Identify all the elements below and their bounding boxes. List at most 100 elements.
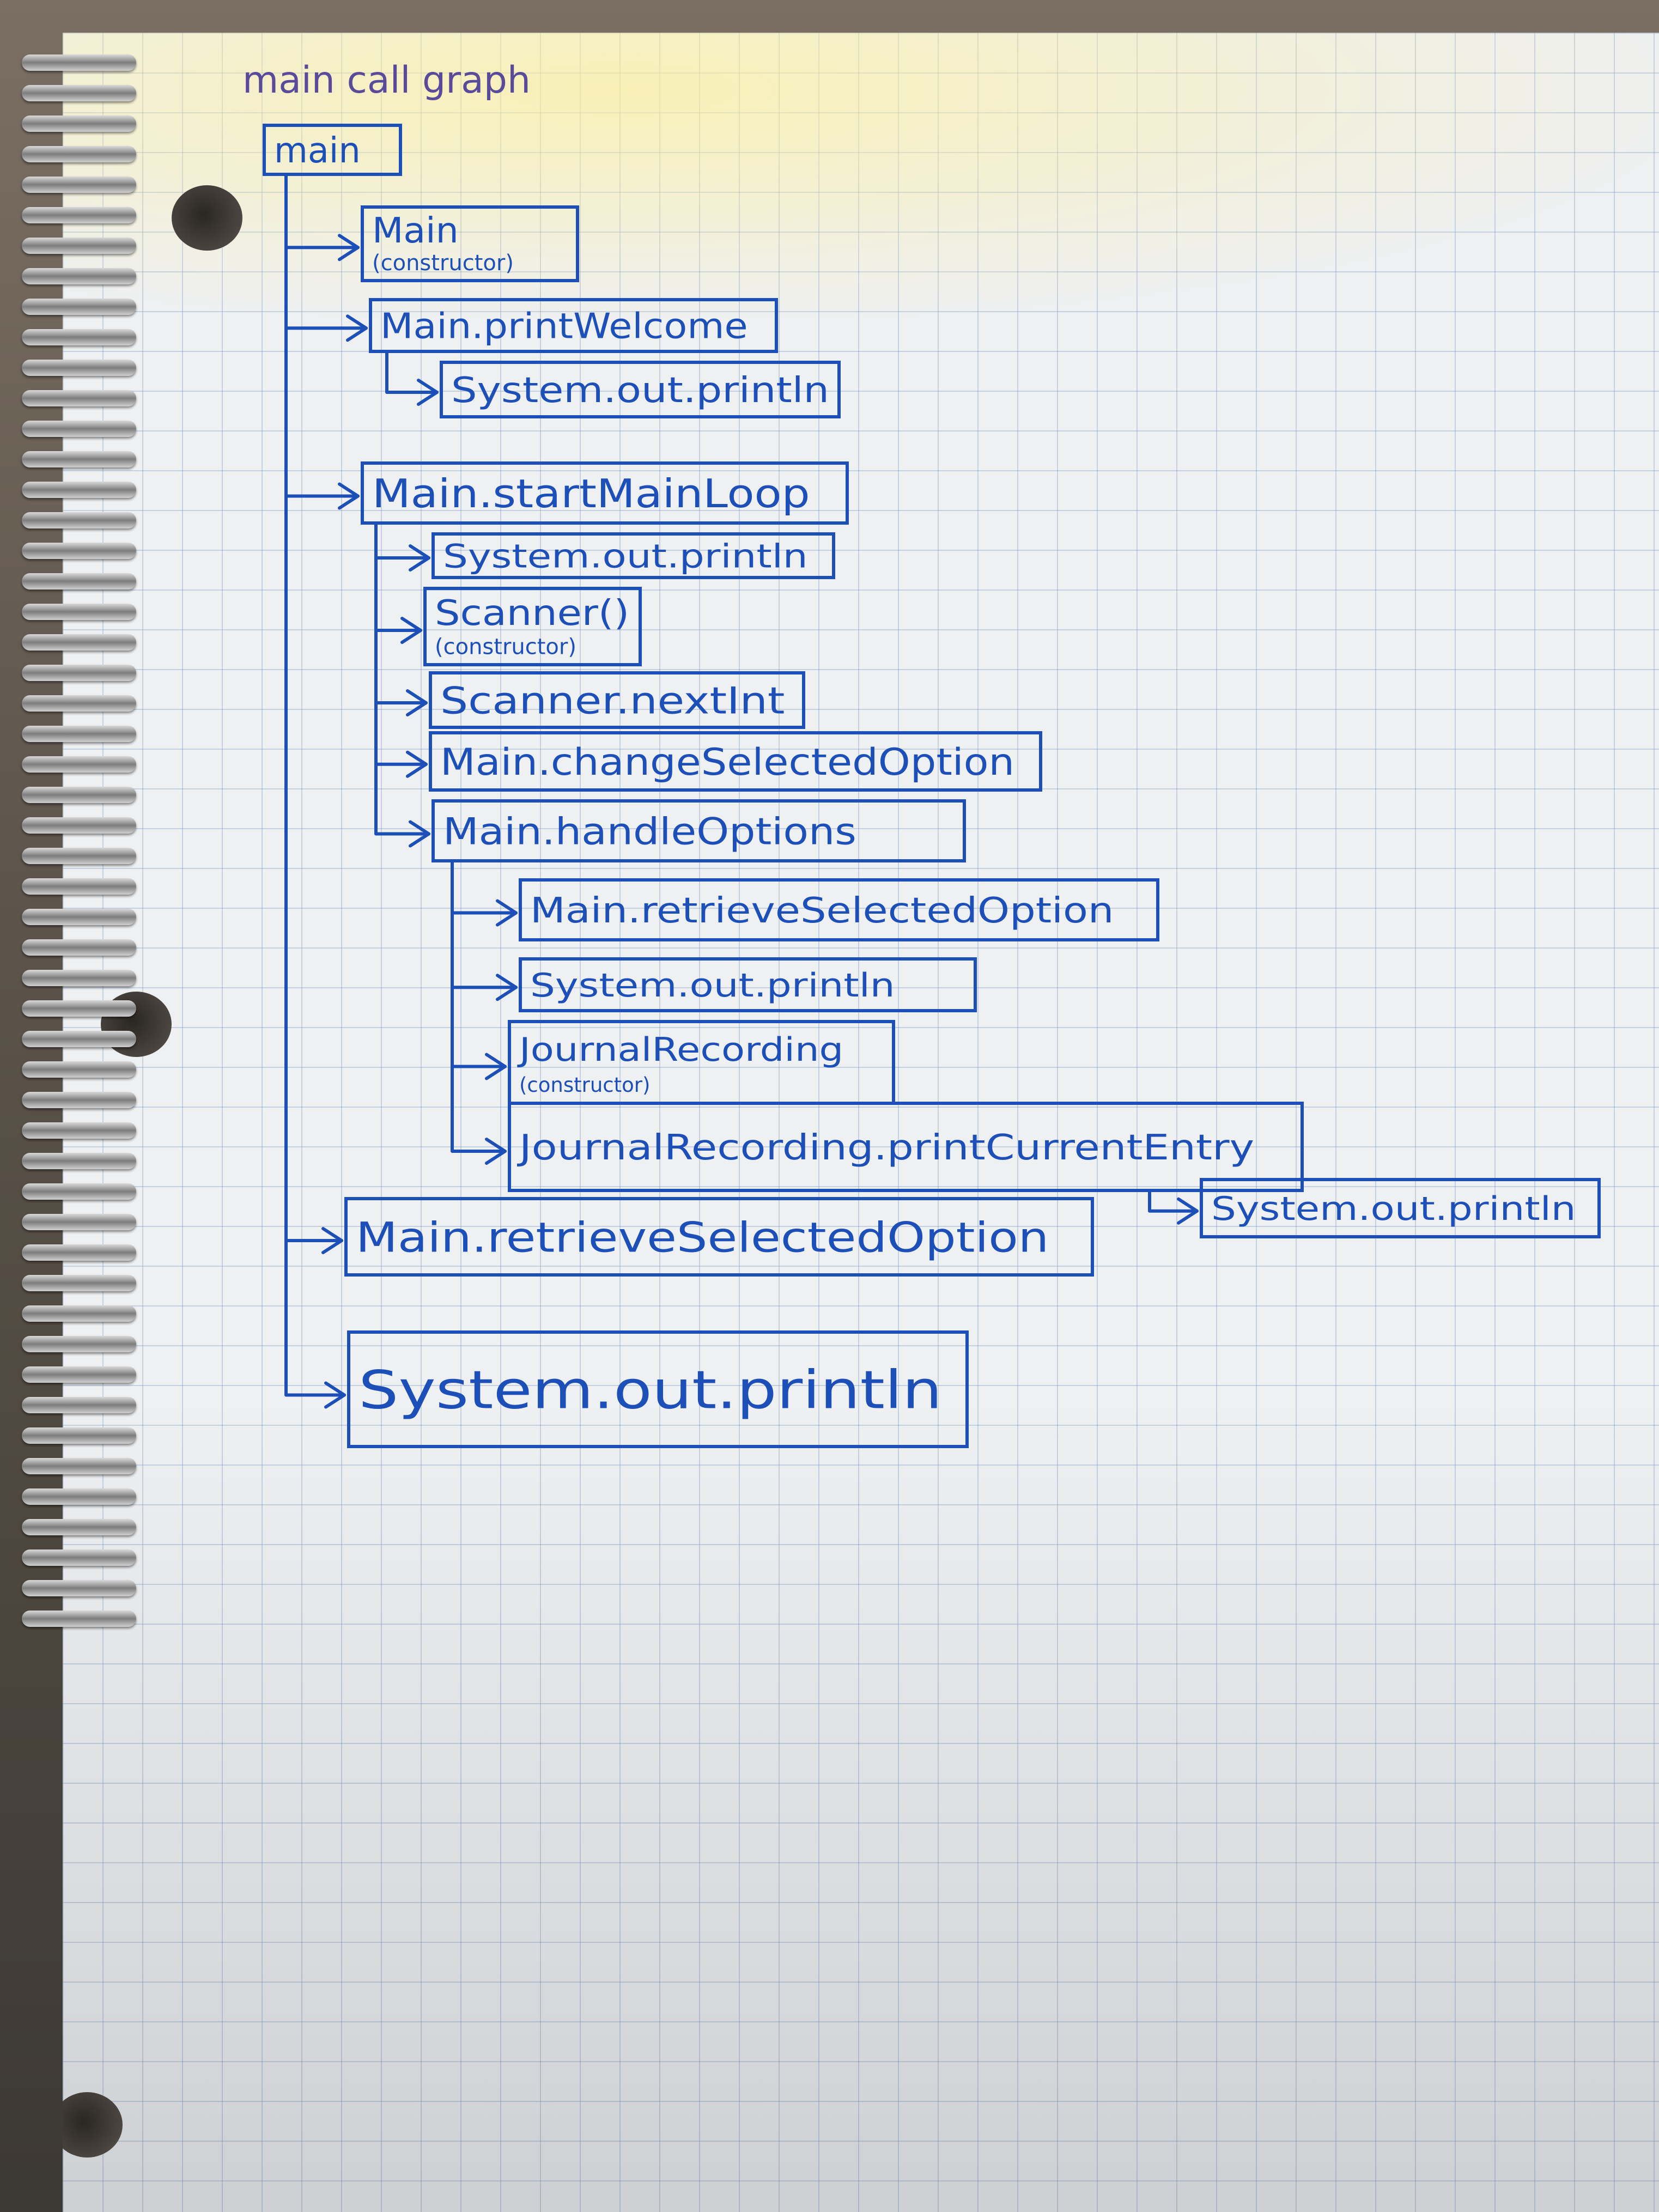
node-box (440, 361, 841, 418)
arrowhead (324, 1381, 346, 1409)
diagram-title: main call graph (242, 59, 531, 102)
edges (284, 173, 1199, 1409)
arrowhead (409, 820, 430, 848)
node-n2: Main.printWelcome (369, 298, 778, 353)
arrowhead (409, 544, 430, 572)
spiral-ring (22, 1031, 136, 1047)
node-n5: System.out.println (432, 532, 835, 579)
spiral-ring (22, 1427, 136, 1444)
spiral-ring (22, 1000, 136, 1017)
spiral-ring (22, 1153, 136, 1169)
edge-n2-n3 (385, 350, 439, 394)
arrowhead (496, 974, 518, 1001)
arrowhead (338, 234, 360, 262)
spiral-ring (22, 146, 136, 162)
node-box (361, 205, 579, 282)
spiral-ring (22, 970, 136, 986)
spiral-ring (22, 177, 136, 193)
spiral-ring (22, 756, 136, 773)
nodes: mainMain(constructor)Main.printWelcomeSy… (263, 124, 1601, 1448)
spiral-ring (22, 207, 136, 223)
arrowhead (1177, 1197, 1199, 1225)
spiral-ring (22, 604, 136, 620)
node-sublabel: (constructor) (519, 1073, 650, 1097)
punch-hole (63, 2092, 123, 2158)
spiral-ring (22, 421, 136, 437)
node-n4: Main.startMainLoop (361, 461, 849, 525)
spiral-ring (22, 1580, 136, 1596)
node-n10: Main.retrieveSelectedOption (519, 878, 1159, 941)
node-box (263, 124, 402, 176)
node-n16: System.out.println (347, 1330, 969, 1448)
node-label: Main.retrieveSelectedOption (530, 891, 1114, 931)
arrowhead (485, 1053, 507, 1080)
edge-n9-n11 (451, 859, 518, 989)
spiral-ring (22, 726, 136, 742)
spiral-ring (22, 116, 136, 132)
node-label: Main.retrieveSelectedOption (356, 1213, 1049, 1261)
spiral-ring (22, 665, 136, 681)
spiral-ring (22, 1488, 136, 1505)
node-n8: Main.changeSelectedOption (429, 731, 1042, 792)
spiral-ring (22, 1336, 136, 1352)
node-box (432, 799, 966, 862)
spiral-binding (0, 0, 142, 2212)
spiral-ring (22, 1519, 136, 1535)
node-n11: System.out.println (519, 957, 977, 1012)
spiral-ring (22, 848, 136, 864)
edge-n4-n9 (374, 521, 430, 836)
node-label: Main.changeSelectedOption (440, 741, 1014, 784)
node-label: Main.printWelcome (380, 307, 748, 347)
spiral-ring (22, 238, 136, 254)
node-label: System.out.println (443, 538, 808, 576)
edge-n0-n15 (284, 173, 343, 1242)
spiral-ring (22, 1122, 136, 1139)
spiral-ring (22, 1549, 136, 1566)
node-n7: Scanner.nextInt (429, 671, 805, 729)
spiral-ring (22, 909, 136, 925)
node-box (519, 878, 1159, 941)
node-label: System.out.println (451, 370, 829, 411)
node-n15: Main.retrieveSelectedOption (344, 1197, 1094, 1277)
node-sublabel: (constructor) (372, 251, 514, 276)
node-n3: System.out.println (440, 361, 841, 418)
node-box (344, 1197, 1094, 1277)
spiral-ring (22, 634, 136, 651)
node-box (361, 461, 849, 525)
arrowhead (406, 689, 428, 716)
node-box (429, 731, 1042, 792)
spiral-ring (22, 1611, 136, 1627)
spiral-ring (22, 1061, 136, 1078)
spiral-ring (22, 482, 136, 498)
arrowhead (400, 617, 422, 644)
node-n13: JournalRecording.printCurrentEntry (508, 1102, 1304, 1192)
node-label: main (274, 131, 361, 171)
node-box (508, 1102, 1304, 1192)
edge-n4-n6 (374, 521, 422, 632)
edge-n9-n13 (451, 859, 507, 1153)
edge-n0-n16 (284, 173, 346, 1397)
node-box (432, 532, 835, 579)
node-label: Scanner() (435, 593, 629, 634)
node-label: Scanner.nextInt (440, 679, 785, 722)
spiral-ring (22, 1458, 136, 1474)
arrowhead (346, 314, 368, 342)
node-box (369, 298, 778, 353)
node-n6: Scanner()(constructor) (423, 587, 642, 666)
spiral-ring (22, 1214, 136, 1230)
spiral-ring (22, 299, 136, 315)
node-n14: System.out.println (1200, 1178, 1601, 1238)
node-label: Main (372, 211, 459, 251)
spiral-ring (22, 1244, 136, 1261)
arrowhead (496, 899, 518, 927)
node-sublabel: (constructor) (435, 634, 576, 659)
spiral-ring (22, 1183, 136, 1200)
spiral-ring (22, 390, 136, 406)
spiral-ring (22, 543, 136, 559)
node-n9: Main.handleOptions (432, 799, 966, 862)
edge-n0-n1 (284, 173, 360, 250)
arrowhead (406, 750, 428, 778)
node-box (429, 671, 805, 729)
node-label: JournalRecording (516, 1031, 843, 1069)
